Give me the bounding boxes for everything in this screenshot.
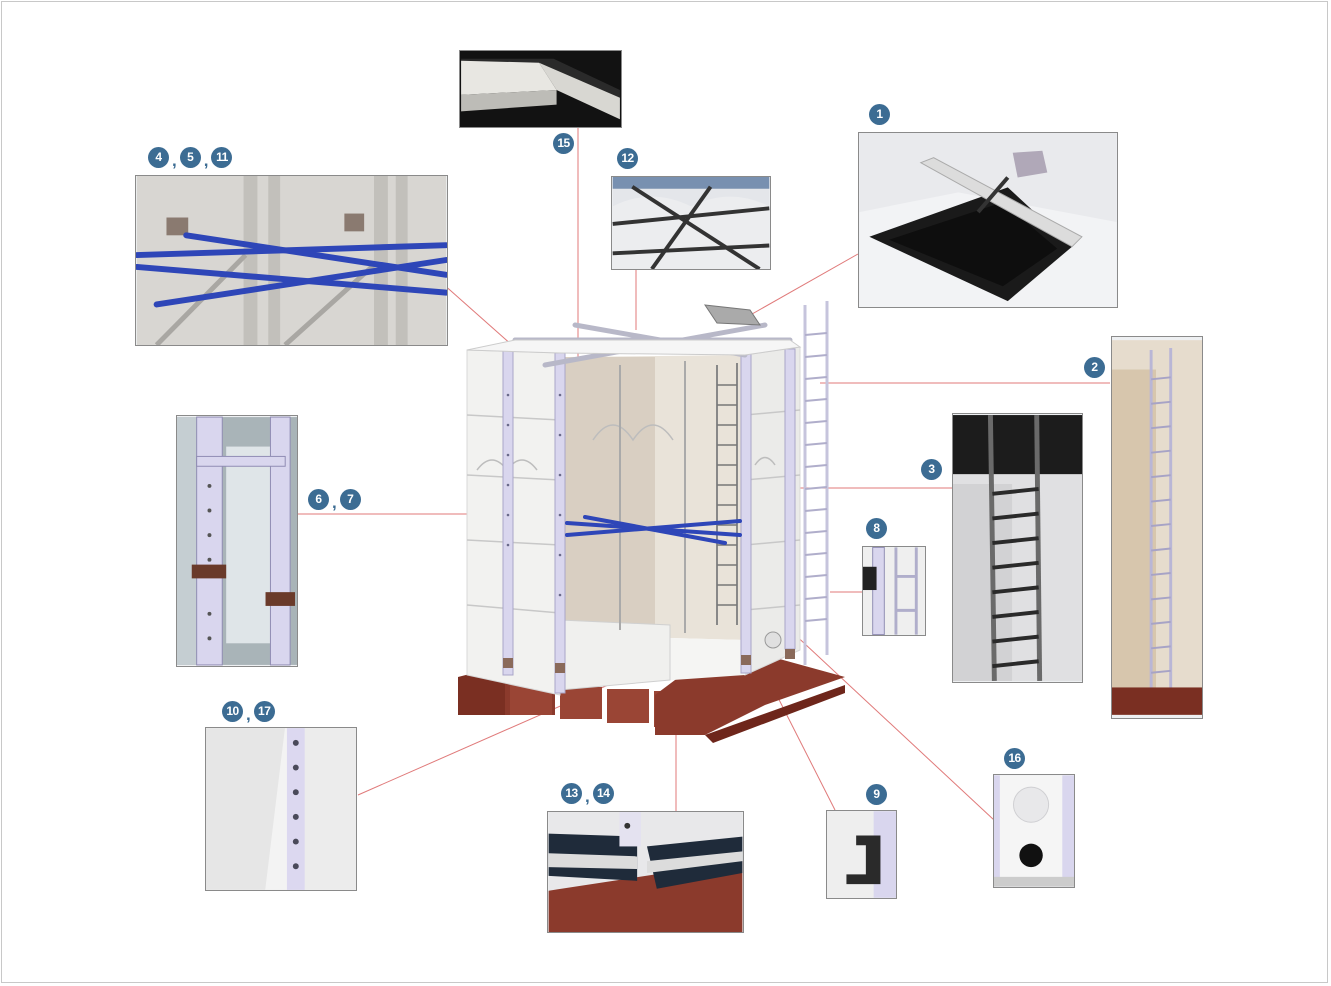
detail-panel-13-14 xyxy=(547,811,744,933)
tank-illustration xyxy=(458,301,845,743)
detail-panel-10-17 xyxy=(205,727,357,891)
detail-panel-3 xyxy=(952,413,1083,683)
badge-5: 5 xyxy=(179,146,201,168)
detail-panel-4-5-11 xyxy=(135,175,448,346)
badge-10: 10 xyxy=(222,700,243,722)
detail-panel-12 xyxy=(611,176,771,270)
badge-12: 12 xyxy=(617,147,638,169)
badge-6: 6 xyxy=(308,488,329,510)
detail-panel-6-7 xyxy=(176,415,298,667)
separator: , xyxy=(246,704,251,724)
badge-3: 3 xyxy=(921,458,942,480)
separator: , xyxy=(203,150,209,170)
badge-9: 9 xyxy=(866,783,887,805)
callout-4-5-11: 4 , 5 , 11 xyxy=(148,146,233,170)
badge-8: 8 xyxy=(866,517,887,539)
callout-16: 16 xyxy=(1004,747,1025,769)
badge-15: 15 xyxy=(553,132,574,154)
badge-13: 13 xyxy=(561,782,582,804)
detail-panel-15 xyxy=(459,50,622,128)
badge-14: 14 xyxy=(592,782,614,804)
callout-2: 2 xyxy=(1084,356,1105,378)
detail-panel-8 xyxy=(862,546,926,636)
separator: , xyxy=(332,492,337,512)
badge-4: 4 xyxy=(148,146,169,168)
callout-12: 12 xyxy=(617,147,638,169)
callout-15: 15 xyxy=(553,132,574,154)
badge-11: 11 xyxy=(211,146,233,168)
badge-17: 17 xyxy=(253,700,275,722)
callout-8: 8 xyxy=(866,517,887,539)
callout-6-7: 6 , 7 xyxy=(308,488,361,512)
callout-1: 1 xyxy=(869,103,890,125)
callout-13-14: 13 , 14 xyxy=(561,782,614,806)
detail-panel-16 xyxy=(993,774,1075,888)
badge-1: 1 xyxy=(869,103,890,125)
detail-panel-1 xyxy=(858,132,1118,308)
detail-panel-2 xyxy=(1111,336,1203,719)
badge-7: 7 xyxy=(339,488,361,510)
badge-2: 2 xyxy=(1084,356,1105,378)
callout-3: 3 xyxy=(921,458,942,480)
callout-10-17: 10 , 17 xyxy=(222,700,275,724)
badge-16: 16 xyxy=(1004,747,1025,769)
separator: , xyxy=(585,786,590,806)
detail-panel-9 xyxy=(826,810,897,899)
separator: , xyxy=(172,150,177,170)
callout-9: 9 xyxy=(866,783,887,805)
